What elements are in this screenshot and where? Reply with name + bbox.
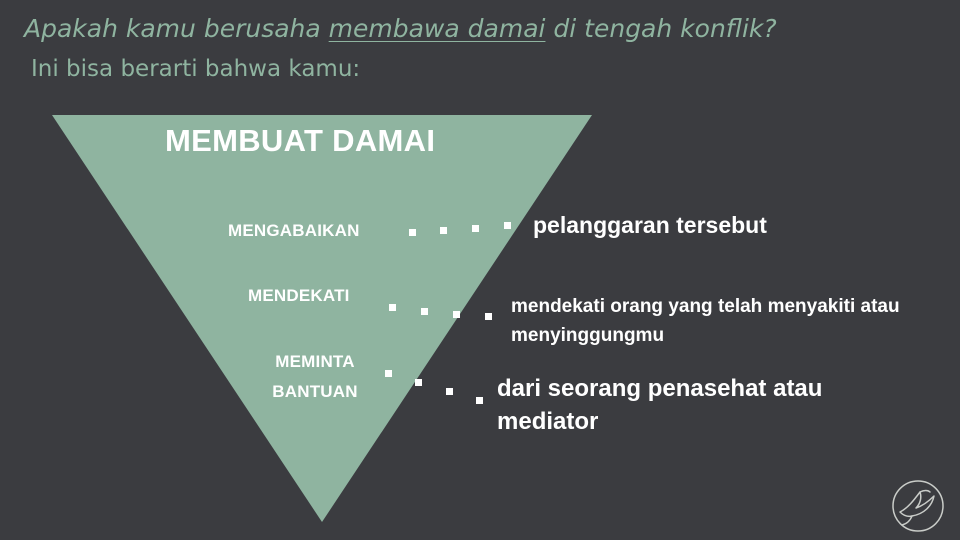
question-heading: Apakah kamu berusaha membawa damai di te… — [24, 14, 777, 43]
question-suffix: di tengah konflik? — [545, 14, 777, 43]
step-label-ask-help-line1: MEMINTA — [275, 352, 355, 371]
step-description-approach: mendekati orang yang telah menyakiti ata… — [511, 296, 900, 346]
question-emphasis: membawa damai — [328, 14, 546, 43]
step-label-ask-help: MEMINTA BANTUAN — [255, 347, 375, 407]
subtitle: Ini bisa berarti bahwa kamu: — [31, 56, 361, 82]
step-description-ignore: pelanggaran tersebut — [533, 212, 767, 238]
step-label-approach: MENDEKATI — [248, 286, 350, 305]
connector-dots-1 — [409, 222, 511, 236]
step-label-ask-help-line2: BANTUAN — [272, 382, 358, 401]
dove-circle-logo-icon — [892, 480, 944, 532]
question-prefix: Apakah kamu berusaha — [24, 14, 329, 43]
step-description-ask-help: dari seorang penasehat atau mediator — [497, 375, 823, 435]
connector-dots-3 — [385, 370, 483, 404]
connector-dots-2 — [389, 304, 492, 320]
step-label-ignore: MENGABAIKAN — [228, 221, 360, 240]
diagram-title: MEMBUAT DAMAI — [165, 123, 436, 158]
inverted-triangle — [52, 115, 592, 522]
